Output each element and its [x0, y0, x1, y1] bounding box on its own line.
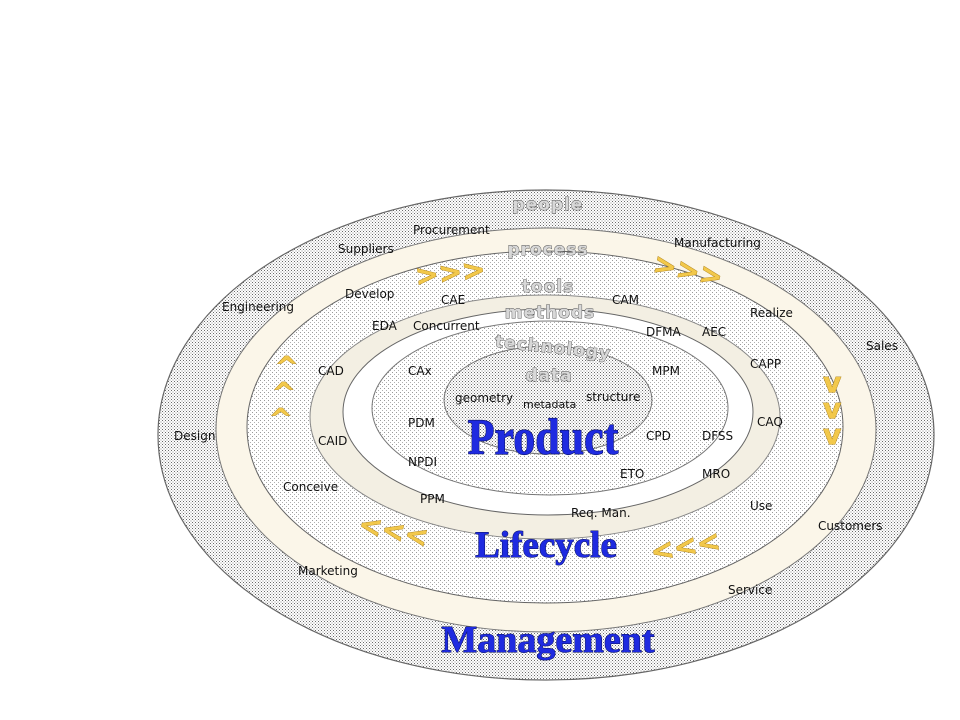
label-cpd: CPD [646, 429, 671, 443]
flow-arrows-top-left: >>> [414, 252, 487, 292]
label-mpm: MPM [652, 364, 680, 378]
label-engineering: Engineering [222, 300, 294, 314]
flow-arrow-left-1: ^ [275, 350, 298, 383]
flow-arrow-left-3: ^ [269, 402, 292, 435]
data-core [443, 345, 653, 455]
label-develop: Develop [345, 287, 394, 301]
label-dfma: DFMA [646, 325, 681, 339]
label-structure: structure [586, 390, 640, 404]
flow-arrow-left-2: ^ [272, 376, 295, 409]
label-eda: EDA [372, 319, 398, 333]
label-metadata: metadata [523, 398, 576, 411]
ring-title-process: process [507, 240, 588, 260]
ring-title-methods: methods [505, 303, 595, 323]
label-dfss: DFSS [702, 429, 733, 443]
label-mro: MRO [702, 467, 730, 481]
label-geometry: geometry [455, 391, 513, 405]
label-aec: AEC [702, 325, 726, 339]
label-eto: ETO [620, 467, 644, 481]
label-concurrent: Concurrent [413, 319, 480, 333]
label-design: Design [174, 429, 215, 443]
label-procurement: Procurement [413, 223, 490, 237]
label-caid: CAID [318, 434, 347, 448]
headline-management: Management [441, 619, 655, 661]
label-service: Service [728, 583, 772, 597]
label-req-man: Req. Man. [571, 506, 631, 520]
label-realize: Realize [750, 306, 793, 320]
headline-lifecycle: Lifecycle [475, 525, 617, 566]
label-conceive: Conceive [283, 480, 338, 494]
label-use: Use [750, 499, 772, 513]
label-suppliers: Suppliers [338, 242, 394, 256]
label-marketing: Marketing [298, 564, 358, 578]
label-cam: CAM [612, 293, 639, 307]
ring-title-tools: tools [522, 277, 574, 297]
label-sales: Sales [866, 339, 898, 353]
ring-title-people: people [513, 195, 584, 215]
label-cax: CAx [408, 364, 432, 378]
label-manufacturing: Manufacturing [674, 236, 761, 250]
flow-arrow-right-2: v [823, 392, 841, 425]
label-cad: CAD [318, 364, 344, 378]
label-customers: Customers [818, 519, 883, 533]
label-capp: CAPP [750, 357, 781, 371]
ring-title-data: data [525, 366, 572, 386]
label-pdm: PDM [408, 416, 435, 430]
flow-arrows-left: ^ ^ ^ [269, 350, 299, 436]
label-npdi: NPDI [408, 455, 437, 469]
headline-product: Product [468, 410, 619, 465]
label-cae: CAE [441, 293, 465, 307]
label-caq: CAQ [757, 415, 783, 429]
flow-arrow-right-1: v [823, 366, 841, 399]
flow-arrow-right-3: v [823, 418, 841, 451]
flow-arrows-right: v v v [823, 366, 842, 452]
label-ppm: PPM [420, 492, 445, 506]
